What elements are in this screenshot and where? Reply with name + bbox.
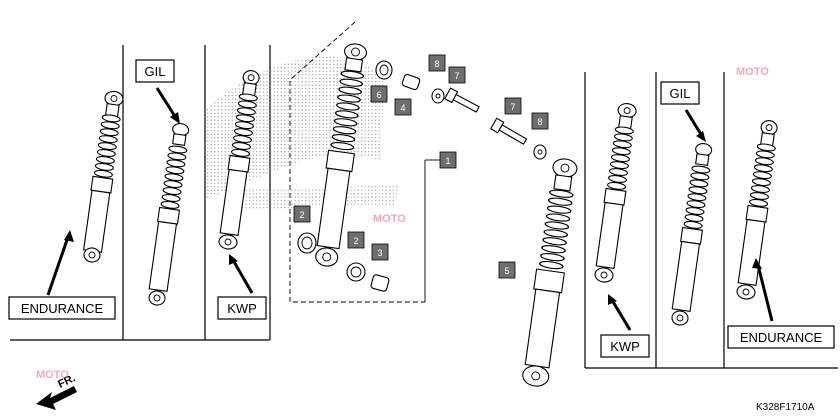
kwp-label: KWP [227,301,257,316]
svg-text:2: 2 [353,236,358,246]
watermark-text: MOTO [36,369,69,381]
svg-text:3: 3 [377,248,382,258]
part-tag-2b: 2 [347,231,365,249]
shock-absorber-icon [671,143,713,326]
part-tag-3: 3 [371,243,389,261]
shock-absorber-icon [594,103,637,283]
callout-endurance-right: ENDURANCE [727,258,835,349]
svg-text:1: 1 [445,156,450,166]
washer-icon [431,88,445,104]
callout-endurance-left: ENDURANCE [8,230,116,320]
shock-absorber-icon [83,90,124,263]
washer-icon [533,144,547,160]
part-tag-5: 5 [498,261,516,279]
watermark-text: MOTO [736,66,769,78]
svg-text:8: 8 [434,59,439,69]
exploded-assembly-frame [289,21,440,303]
shock-absorber-icon [218,70,260,250]
bushing-icon [375,60,393,80]
callout-kwp-left: KWP [217,254,267,320]
part-tag-8b: 8 [531,112,549,130]
part-tag-6: 6 [370,85,388,103]
shock-absorber-icon [148,123,190,306]
svg-text:7: 7 [454,71,459,81]
callout-gil-right: GIL [660,81,706,142]
part-tag-4: 4 [394,98,412,116]
gil-label: GIL [670,86,691,101]
gil-label: GIL [145,64,166,79]
part-tag-1: 1 [439,151,457,169]
svg-text:8: 8 [537,117,542,127]
bolt-icon [489,117,528,145]
endurance-label: ENDURANCE [21,301,104,316]
part-tag-7b: 7 [504,97,522,115]
watermark-text: MOTO [373,213,406,225]
svg-text:4: 4 [400,103,405,113]
collar-icon [401,73,421,91]
bushing-icon [346,262,366,282]
shock-absorber-icon [522,158,578,387]
svg-text:7: 7 [510,102,515,112]
part-tag-2a: 2 [293,205,311,223]
part-tag-8a: 8 [428,54,446,72]
collar-icon [370,274,390,292]
endurance-label: ENDURANCE [740,330,823,345]
svg-text:2: 2 [299,210,304,220]
callout-kwp-right: KWP [600,294,650,358]
part-tag-7a: 7 [448,66,466,84]
callout-gil-left: GIL [135,59,180,124]
bushing-icon [297,232,317,254]
kwp-label: KWP [610,339,640,354]
watermark-logos: MOTO MOTO MOTO [36,66,769,381]
bolt-icon [444,87,480,113]
svg-text:5: 5 [504,266,509,276]
shock-absorber-icon [736,120,778,300]
shock-absorber-icon [315,43,368,267]
diagram-code: K328F1710A [756,402,815,413]
svg-text:6: 6 [376,90,381,100]
part-number-tags: 1 2 2 3 4 5 6 7 [293,54,549,279]
right-variant-panels [584,72,838,369]
